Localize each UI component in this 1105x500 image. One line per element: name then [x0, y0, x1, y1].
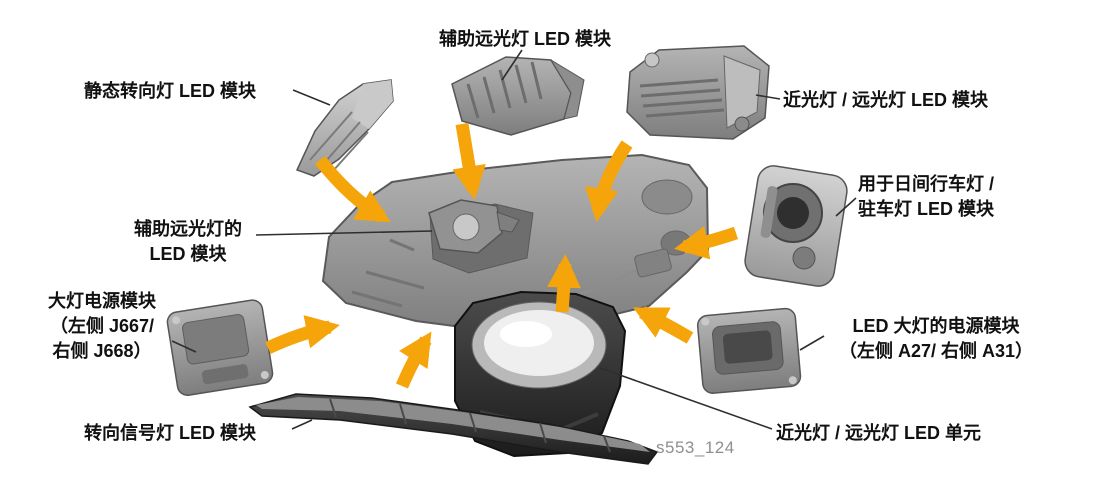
label-aux-high-beam-inner-module: 辅助远光灯的 LED 模块 [134, 219, 242, 264]
leader-aux-inner [255, 230, 433, 236]
arrow-low-high-module [584, 140, 633, 223]
label-low-high-beam-unit: 近光灯 / 远光灯 LED 单元 [776, 423, 982, 443]
low-high-beam-unit-illustration [454, 290, 627, 458]
leader-lens-unit [599, 367, 773, 430]
arrow-turn-strip [396, 331, 432, 389]
leader-aux-high-beam [501, 49, 523, 81]
arrow-static-turn [314, 155, 391, 223]
aux-high-beam-inner-module-illustration [428, 199, 520, 254]
arrow-lens-unit [547, 253, 581, 313]
label-low-high-beam-module: 近光灯 / 远光灯 LED 模块 [783, 90, 989, 110]
arrow-led-power-module [632, 306, 694, 344]
arrow-power-module [265, 315, 340, 354]
turn-signal-strip-illustration [248, 393, 659, 465]
leader-turn-strip [291, 419, 313, 430]
label-headlight-power-module: 大灯电源模块 （左侧 J667/ 右侧 J668） [48, 291, 156, 361]
leader-low-high-module [755, 94, 781, 100]
led-headlight-power-module-illustration [696, 307, 802, 394]
label-led-headlight-power-module: LED 大灯的电源模块 （左侧 A27/ 右侧 A31） [838, 316, 1034, 361]
assembly-arrows [265, 122, 739, 389]
low-high-beam-module-illustration [626, 45, 770, 140]
label-drl-parking-module: 用于日间行车灯 / 驻车灯 LED 模块 [858, 174, 995, 219]
diagram-code-watermark: s553_124 [656, 438, 735, 457]
drl-parking-module-illustration [744, 165, 848, 287]
headlight-power-module-illustration [166, 299, 274, 396]
aux-high-beam-module-illustration [451, 56, 585, 136]
leader-drl [835, 197, 857, 217]
arrow-drl-module [674, 226, 739, 260]
leader-static-turn [292, 89, 331, 106]
label-turn-signal-module: 转向信号灯 LED 模块 [84, 423, 257, 443]
leader-led-power [799, 335, 825, 351]
label-static-turn-signal-module: 静态转向灯 LED 模块 [84, 81, 257, 101]
static-turn-signal-module-illustration [295, 79, 394, 177]
leader-power-module [171, 340, 197, 353]
leader-lines [171, 49, 857, 430]
arrow-aux-high-beam [452, 122, 486, 201]
label-aux-high-beam-module: 辅助远光灯 LED 模块 [438, 29, 611, 49]
